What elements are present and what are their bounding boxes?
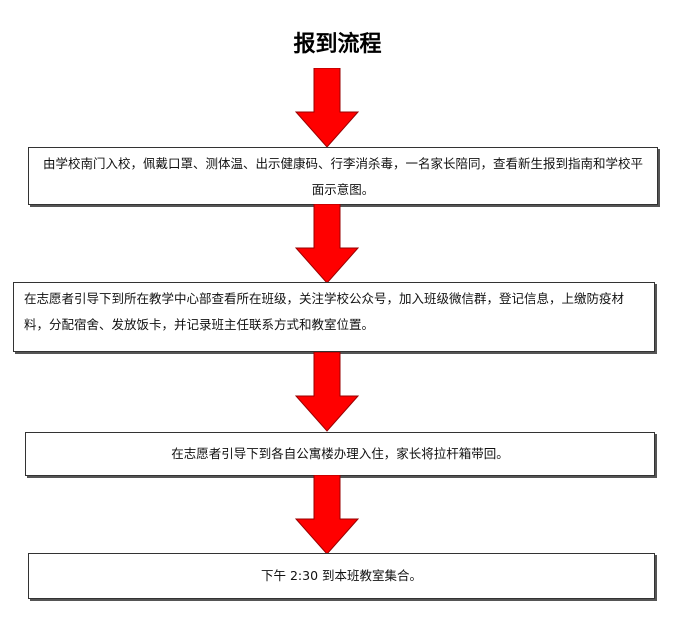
step-2-text: 在志愿者引导下到所在教学中心部查看所在班级，关注学校公众号，加入班级微信群，登记… [24,291,625,332]
down-arrow-icon [295,475,359,555]
step-4-box: 下午 2:30 到本班教室集合。 [28,553,655,599]
step-4-text: 下午 2:30 到本班教室集合。 [260,568,423,583]
down-arrow-icon [295,352,359,432]
step-1-text: 由学校南门入校，佩戴口罩、测体温、出示健康码、行李消杀毒，一名家长陪同，查看新生… [42,156,643,197]
flowchart-title: 报到流程 [293,32,382,57]
step-1-box: 由学校南门入校，佩戴口罩、测体温、出示健康码、行李消杀毒，一名家长陪同，查看新生… [28,147,658,205]
down-arrow-icon [295,68,359,148]
step-3-box: 在志愿者引导下到各自公寓楼办理入住，家长将拉杆箱带回。 [25,432,655,476]
step-3-text: 在志愿者引导下到各自公寓楼办理入住，家长将拉杆箱带回。 [171,446,509,461]
step-2-box: 在志愿者引导下到所在教学中心部查看所在班级，关注学校公众号，加入班级微信群，登记… [13,282,655,352]
down-arrow-icon [295,204,359,284]
